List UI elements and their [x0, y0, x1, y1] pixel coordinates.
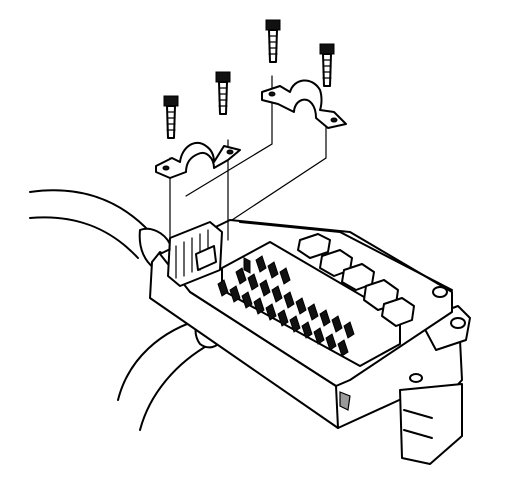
bolt-4	[319, 43, 335, 87]
junction-box	[149, 219, 471, 465]
bolt-3	[265, 19, 281, 63]
harness-upper	[29, 189, 172, 269]
fuse-row-top	[243, 256, 251, 274]
clamp-right	[261, 79, 347, 129]
bolt-2	[215, 71, 231, 115]
bolt-1	[163, 95, 179, 139]
clamp-left	[155, 141, 241, 179]
